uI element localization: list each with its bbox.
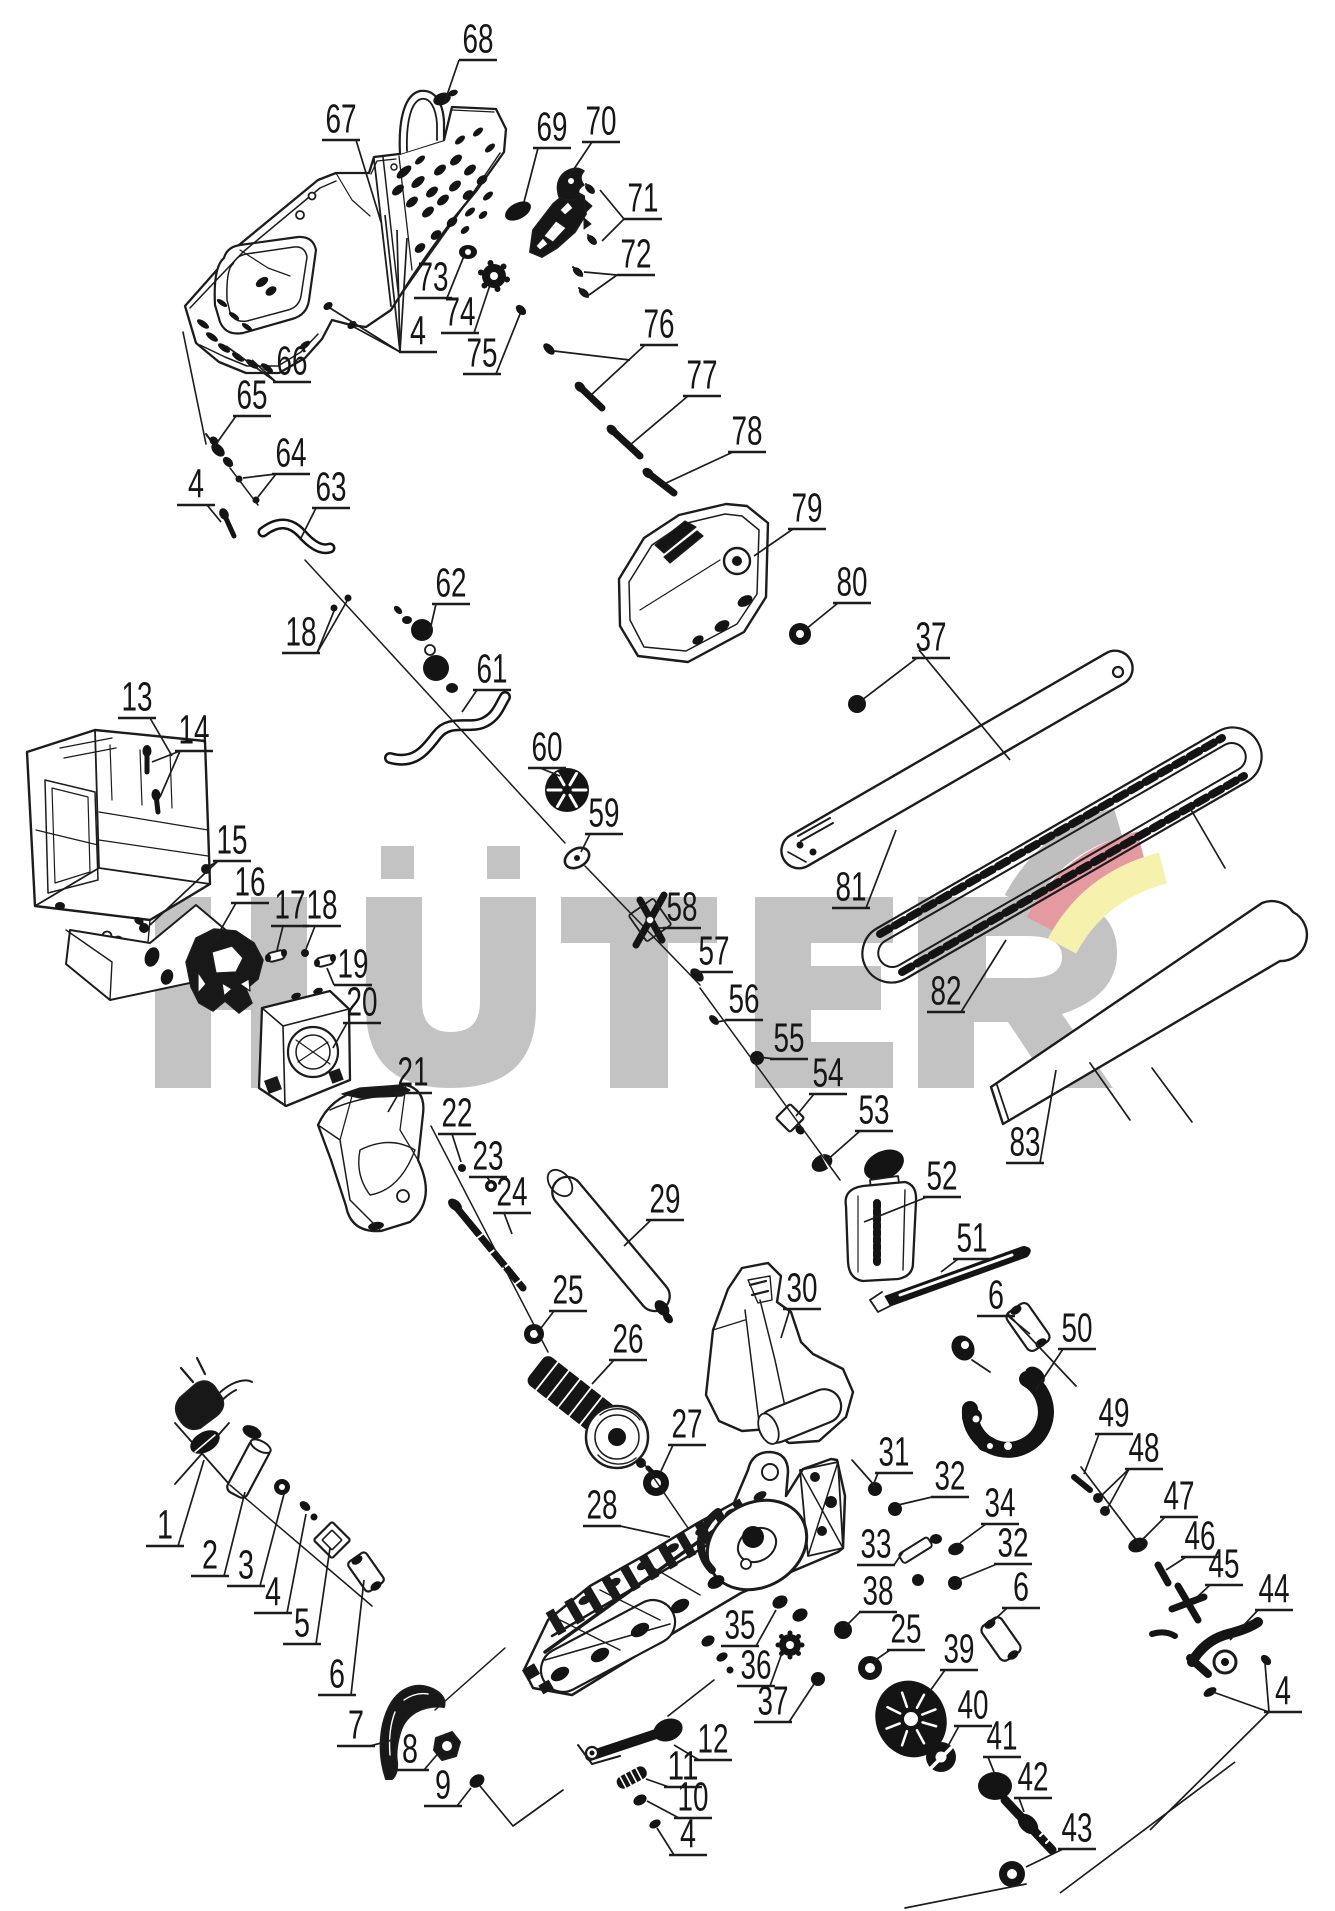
svg-text:69: 69 [537,104,568,150]
svg-text:12: 12 [698,1716,729,1762]
svg-text:37: 37 [758,1678,789,1724]
svg-text:81: 81 [836,864,867,910]
svg-text:38: 38 [863,1568,894,1614]
svg-text:20: 20 [347,979,378,1025]
svg-text:32: 32 [935,1453,966,1499]
svg-text:26: 26 [613,1316,644,1362]
svg-text:28: 28 [587,1482,618,1528]
svg-text:61: 61 [477,646,508,692]
svg-text:74: 74 [445,289,476,335]
svg-text:76: 76 [644,301,675,347]
svg-text:2: 2 [202,1532,218,1578]
svg-text:23: 23 [473,1133,504,1179]
svg-text:15: 15 [217,817,248,863]
svg-text:80: 80 [837,559,868,605]
svg-text:39: 39 [944,1626,975,1672]
svg-text:68: 68 [463,16,494,62]
svg-text:25: 25 [553,1267,584,1313]
svg-text:52: 52 [927,1153,958,1199]
svg-text:34: 34 [985,1480,1016,1526]
svg-text:72: 72 [621,231,652,277]
svg-text:75: 75 [467,330,498,376]
svg-text:32: 32 [998,1520,1029,1566]
svg-text:66: 66 [277,338,308,384]
svg-text:40: 40 [958,1682,989,1728]
svg-text:16: 16 [235,859,266,905]
svg-text:78: 78 [732,408,763,454]
svg-text:42: 42 [1018,1754,1049,1800]
svg-text:79: 79 [792,485,823,531]
svg-text:57: 57 [699,928,730,974]
svg-text:83: 83 [1010,1119,1041,1165]
svg-text:56: 56 [729,976,760,1022]
svg-text:29: 29 [650,1176,681,1222]
svg-text:5: 5 [294,1600,310,1646]
svg-text:48: 48 [1129,1425,1160,1471]
svg-text:82: 82 [931,968,962,1014]
svg-text:49: 49 [1099,1390,1130,1436]
svg-text:77: 77 [687,352,718,398]
svg-text:59: 59 [589,790,620,836]
svg-text:17: 17 [275,882,306,928]
svg-text:27: 27 [672,1401,703,1447]
svg-text:73: 73 [418,254,449,300]
svg-text:6: 6 [988,1272,1004,1318]
svg-text:43: 43 [1062,1805,1093,1851]
svg-text:55: 55 [774,1015,805,1061]
svg-text:58: 58 [667,884,698,930]
svg-text:18: 18 [307,882,338,928]
svg-text:53: 53 [859,1087,890,1133]
svg-text:62: 62 [436,560,467,606]
svg-text:30: 30 [787,1265,818,1311]
svg-text:3: 3 [238,1542,254,1588]
svg-text:45: 45 [1209,1541,1240,1587]
svg-text:6: 6 [1013,1564,1029,1610]
svg-text:10: 10 [678,1774,709,1820]
svg-text:19: 19 [338,941,369,987]
svg-text:13: 13 [122,674,153,720]
svg-text:71: 71 [628,175,659,221]
svg-text:65: 65 [237,372,268,418]
svg-text:60: 60 [532,724,563,770]
svg-text:11: 11 [668,1743,699,1789]
svg-text:64: 64 [276,430,307,476]
svg-text:50: 50 [1062,1305,1093,1351]
svg-text:4: 4 [410,308,426,354]
svg-text:33: 33 [861,1521,892,1567]
svg-text:7: 7 [348,1702,364,1748]
svg-text:4: 4 [188,461,204,507]
svg-text:8: 8 [402,1726,418,1772]
svg-text:63: 63 [316,464,347,510]
svg-text:35: 35 [725,1602,756,1648]
svg-text:18: 18 [286,609,317,655]
svg-text:31: 31 [879,1429,910,1475]
svg-text:22: 22 [442,1090,473,1136]
svg-text:24: 24 [497,1169,528,1215]
svg-text:67: 67 [326,96,357,142]
svg-text:46: 46 [1185,1513,1216,1559]
svg-text:14: 14 [179,707,210,753]
svg-text:41: 41 [987,1713,1018,1759]
svg-text:1: 1 [157,1502,173,1548]
svg-text:6: 6 [329,1651,345,1697]
svg-text:25: 25 [891,1606,922,1652]
svg-text:21: 21 [398,1049,429,1095]
svg-text:44: 44 [1259,1566,1290,1612]
svg-text:47: 47 [1164,1473,1195,1519]
svg-text:54: 54 [813,1050,844,1096]
svg-text:4: 4 [265,1569,281,1615]
svg-text:70: 70 [586,98,617,144]
svg-text:4: 4 [680,1811,696,1857]
svg-text:36: 36 [741,1642,772,1688]
svg-text:51: 51 [957,1215,988,1261]
svg-text:9: 9 [435,1762,451,1808]
svg-text:4: 4 [1275,1668,1291,1714]
